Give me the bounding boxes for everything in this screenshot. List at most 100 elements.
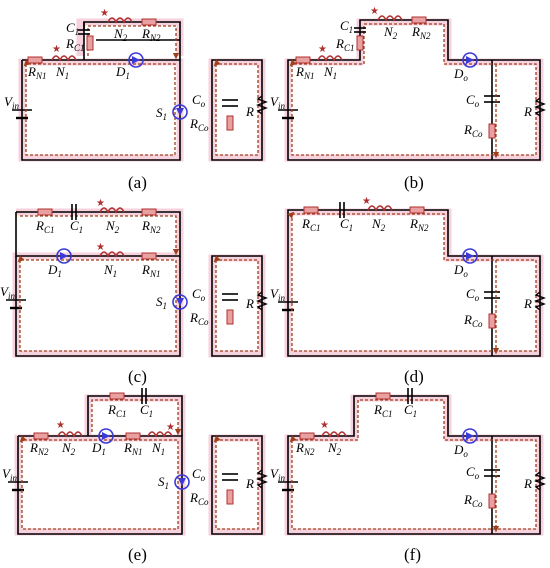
resistor-icon (488, 313, 496, 329)
resistor-icon (226, 115, 234, 131)
panel-c-current-path (20, 215, 259, 352)
panel-e-highlight (14, 394, 266, 536)
diode-icon (98, 428, 114, 444)
inductor-icon (367, 205, 393, 212)
label-do: Do (453, 262, 468, 279)
resistor-icon (141, 18, 157, 26)
resistor-icon (226, 489, 234, 505)
panel-e-current-path (22, 399, 259, 530)
label-r: R (523, 104, 532, 119)
inductor-icon (317, 55, 343, 62)
label-rn2: RN2 (141, 218, 161, 235)
caption-e: (e) (128, 545, 147, 564)
label-rc1: RC1 (35, 218, 54, 235)
label-n2: N2 (327, 440, 342, 457)
resistor-icon (409, 206, 425, 214)
panel-a: ★ ★ Vin RN1 N1 C1 RC1 N2 RN2 D1 S1 Co RC… (4, 8, 268, 192)
resistor-icon (27, 56, 43, 64)
caption-f: (f) (404, 545, 421, 564)
label-n2: N2 (371, 216, 386, 233)
load-resistor-icon (534, 97, 546, 117)
label-rn1: RN1 (27, 64, 46, 81)
inductor-icon (99, 251, 125, 258)
panel-b: ★ ★ Vin RN1 N1 C1 RC1 N2 RN2 Do Co RCo R… (270, 6, 546, 192)
resistor-icon (411, 16, 427, 24)
label-rn2: RN2 (29, 440, 49, 457)
resistor-icon (141, 208, 157, 216)
label-rco: RCo (463, 492, 483, 509)
label-rco: RCo (189, 490, 209, 507)
label-r: R (523, 296, 532, 311)
resistor-icon (356, 35, 364, 51)
label-co: Co (466, 92, 480, 109)
label-n2: N2 (383, 24, 398, 41)
caption-b: (b) (404, 173, 424, 192)
label-d1: D1 (115, 64, 130, 81)
label-rco: RCo (189, 116, 209, 133)
resistor-icon (375, 392, 391, 400)
diode-icon (462, 52, 478, 68)
label-rn2: RN2 (141, 26, 161, 43)
resistor-icon (141, 252, 157, 260)
panel-b-highlight (284, 18, 544, 162)
resistor-icon (37, 208, 53, 216)
label-vin: Vin (4, 94, 19, 111)
inductor-icon (99, 207, 125, 214)
label-vin: Vin (270, 94, 285, 111)
diode-icon (462, 248, 478, 264)
load-resistor-icon (256, 291, 268, 311)
label-s1: S1 (156, 294, 167, 311)
inductor-icon (57, 431, 83, 438)
load-resistor-icon (534, 471, 546, 491)
polarity-dot-icon: ★ (96, 198, 105, 209)
diode-icon (462, 428, 478, 444)
label-n1: N1 (103, 262, 117, 279)
panel-d-highlight (284, 208, 544, 358)
inductor-icon (147, 431, 173, 438)
label-rn1: RN1 (141, 262, 160, 279)
panel-c: ★ ★ Vin RC1 C1 N2 RN2 D1 N1 RN1 S1 Co RC… (0, 198, 268, 386)
label-rc1: RC1 (65, 36, 84, 53)
resistor-icon (488, 493, 496, 509)
label-vin: Vin (270, 286, 285, 303)
polarity-dot-icon: ★ (320, 420, 329, 431)
panel-e: ★ ★ Vin RN2 N2 D1 RN1 N1 RC1 C1 S1 Co RC… (2, 388, 268, 564)
label-c1: C1 (404, 402, 417, 419)
label-vin: Vin (0, 284, 15, 301)
polarity-dot-icon: ★ (56, 420, 65, 431)
label-c1: C1 (340, 216, 353, 233)
label-c1: C1 (66, 20, 79, 37)
resistor-icon (33, 432, 49, 440)
label-s1: S1 (156, 105, 167, 122)
label-r: R (245, 476, 254, 491)
polarity-dot-icon: ★ (362, 196, 371, 207)
diode-icon (56, 248, 72, 264)
panel-d: ★ Vin RC1 C1 N2 RN2 Do Co RCo R (d) (270, 196, 546, 386)
inductor-icon (321, 431, 347, 438)
panel-d-current-path (292, 214, 537, 355)
label-n2: N2 (113, 26, 128, 43)
load-resistor-icon (256, 95, 268, 115)
polarity-dot-icon: ★ (318, 44, 327, 55)
label-c1: C1 (70, 218, 83, 235)
label-n1: N1 (323, 64, 337, 81)
label-d1: D1 (47, 262, 62, 279)
resistor-icon (86, 35, 94, 51)
label-rn1: RN1 (123, 440, 142, 457)
polarity-dot-icon: ★ (370, 6, 379, 17)
label-n2: N2 (61, 440, 76, 457)
label-vin: Vin (2, 466, 17, 483)
label-n1: N1 (55, 64, 69, 81)
label-do: Do (453, 442, 468, 459)
label-r: R (523, 476, 532, 491)
label-co: Co (192, 286, 206, 303)
label-rc1: RC1 (301, 216, 320, 233)
label-co: Co (466, 286, 480, 303)
resistor-icon (488, 123, 496, 139)
inductor-icon (107, 17, 133, 24)
resistor-icon (295, 56, 311, 64)
panel-f-current-path (292, 399, 537, 533)
inductor-icon (51, 55, 77, 62)
label-rc1: RC1 (373, 402, 392, 419)
